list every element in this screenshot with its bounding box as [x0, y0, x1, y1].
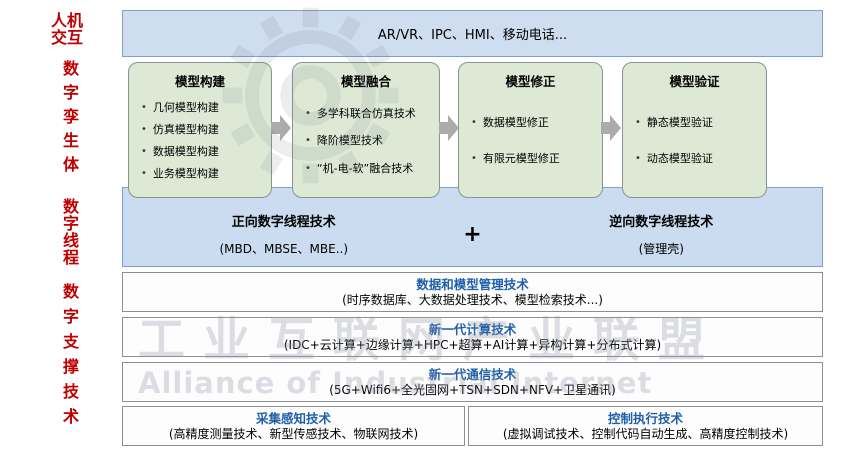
- label-human-machine-interaction: 人机交互: [50, 11, 83, 47]
- list-item: • 业务模型构建: [141, 167, 267, 180]
- row-communication-tech: 新一代通信技术 (5G+Wifi6+全光固网+TSN+SDN+NFV+卫星通讯): [122, 362, 823, 402]
- model-box-items: • 几何模型构建 • 仿真模型构建 • 数据模型构建 • 业务模型构建: [129, 90, 271, 197]
- list-item: • 多学科联合仿真技术: [305, 107, 435, 120]
- row-detail: (虚拟调试技术、控制代码自动生成、高精度控制技术): [502, 426, 789, 441]
- model-box-items: • 数据模型修正 • 有限元模型修正: [459, 90, 602, 197]
- model-box-correction: 模型修正 • 数据模型修正 • 有限元模型修正: [458, 62, 603, 198]
- list-item-text: 业务模型构建: [152, 167, 219, 180]
- list-item-text: 静态模型验证: [646, 115, 713, 129]
- list-item-text: 有限元模型修正: [482, 152, 560, 166]
- bullet-icon: •: [305, 162, 311, 174]
- model-box-items: • 静态模型验证 • 动态模型验证: [623, 90, 766, 197]
- list-item: • “机-电-软”融合技术: [305, 162, 435, 175]
- model-box-title: 模型验证: [669, 74, 720, 89]
- list-item: • 降阶模型技术: [305, 134, 435, 147]
- row-title: 数据和模型管理技术: [416, 276, 529, 292]
- flow-arrow-icon: [439, 115, 459, 141]
- row-data-model-management: 数据和模型管理技术 (时序数据库、大数据处理技术、模型检索技术...): [122, 272, 823, 312]
- row-title: 新一代计算技术: [428, 321, 517, 337]
- model-box-title: 模型融合: [340, 74, 391, 89]
- list-item-text: 数据模型修正: [482, 115, 549, 129]
- flow-arrow-icon: [601, 115, 621, 141]
- list-item: • 静态模型验证: [635, 116, 762, 129]
- label-digital-thread: 数字线程: [60, 198, 79, 266]
- list-item: • 数据模型修正: [471, 116, 598, 129]
- row-detail: (时序数据库、大数据处理技术、模型检索技术...): [342, 292, 603, 307]
- plus-sign: +: [463, 221, 482, 247]
- bullet-icon: •: [635, 153, 641, 165]
- reverse-thread: 逆向数字线程技术 (管理壳): [501, 188, 823, 266]
- reverse-thread-detail: (管理壳): [638, 242, 684, 256]
- flow-arrow-icon: [271, 115, 291, 141]
- interaction-bar-text: AR/VR、IPC、HMI、移动电话...: [377, 28, 568, 43]
- label-digital-support-tech: 数字支撑技术: [60, 283, 79, 433]
- interaction-bar: AR/VR、IPC、HMI、移动电话...: [122, 10, 823, 57]
- model-box-title: 模型修正: [505, 74, 556, 89]
- bullet-icon: •: [305, 135, 311, 146]
- list-item: • 动态模型验证: [635, 152, 762, 165]
- bullet-icon: •: [305, 107, 311, 119]
- bullet-icon: •: [141, 124, 147, 135]
- list-item: • 仿真模型构建: [141, 123, 267, 136]
- model-box-construction: 模型构建 • 几何模型构建 • 仿真模型构建 • 数据模型构建 • 业务模型构建: [128, 62, 272, 198]
- label-digital-twin: 数字孪生体: [60, 60, 79, 180]
- forward-thread-title: 正向数字线程技术: [231, 215, 336, 230]
- list-item: • 数据模型构建: [141, 145, 267, 158]
- forward-thread: 正向数字线程技术 (MBD、MBSE、MBE..): [123, 188, 445, 266]
- list-item-text: 动态模型验证: [646, 152, 713, 166]
- bullet-icon: •: [471, 116, 477, 128]
- bullet-icon: •: [471, 153, 477, 165]
- list-item: • 有限元模型修正: [471, 152, 598, 165]
- list-item-text: 几何模型构建: [152, 101, 219, 114]
- model-box-title: 模型构建: [174, 74, 225, 89]
- list-item-text: “机-电-软”融合技术: [316, 161, 414, 175]
- row-detail: (IDC+云计算+边缘计算+HPC+超算+AI计算+异构计算+分布式计算): [283, 337, 662, 352]
- list-item-text: 降阶模型技术: [316, 134, 383, 147]
- list-item: • 几何模型构建: [141, 101, 267, 114]
- bullet-icon: •: [635, 116, 641, 128]
- bullet-icon: •: [141, 146, 147, 157]
- bullet-icon: •: [141, 102, 147, 113]
- model-box-fusion: 模型融合 • 多学科联合仿真技术 • 降阶模型技术 • “机-电-软”融合技术: [292, 62, 440, 198]
- digital-thread-band: 正向数字线程技术 (MBD、MBSE、MBE..) + 逆向数字线程技术 (管理…: [122, 187, 823, 267]
- box-sensing-tech: 采集感知技术 (高精度测量技术、新型传感技术、物联网技术): [122, 406, 465, 446]
- forward-thread-detail: (MBD、MBSE、MBE..): [219, 242, 349, 256]
- model-box-items: • 多学科联合仿真技术 • 降阶模型技术 • “机-电-软”融合技术: [293, 90, 439, 197]
- row-title: 采集感知技术: [255, 410, 331, 426]
- list-item-text: 多学科联合仿真技术: [316, 106, 416, 120]
- box-control-execution-tech: 控制执行技术 (虚拟调试技术、控制代码自动生成、高精度控制技术): [468, 406, 823, 446]
- list-item-text: 仿真模型构建: [152, 123, 219, 136]
- model-box-verification: 模型验证 • 静态模型验证 • 动态模型验证: [622, 62, 767, 198]
- row-title: 控制执行技术: [607, 410, 683, 426]
- list-item-text: 数据模型构建: [152, 145, 219, 158]
- row-detail: (高精度测量技术、新型传感技术、物联网技术): [168, 426, 419, 441]
- bullet-icon: •: [141, 168, 147, 179]
- row-title: 新一代通信技术: [428, 366, 517, 382]
- row-detail: (5G+Wifi6+全光固网+TSN+SDN+NFV+卫星通讯): [329, 382, 616, 397]
- reverse-thread-title: 逆向数字线程技术: [609, 215, 714, 230]
- row-computing-tech: 新一代计算技术 (IDC+云计算+边缘计算+HPC+超算+AI计算+异构计算+分…: [122, 317, 823, 357]
